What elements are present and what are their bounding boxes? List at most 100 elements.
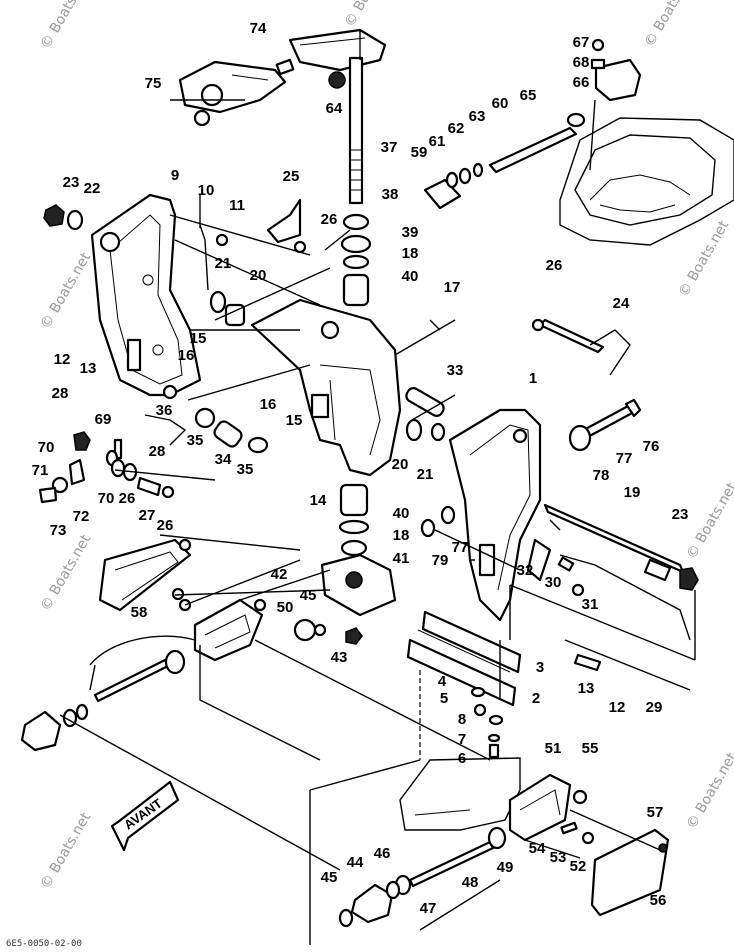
part-callout-53: 53 <box>550 849 567 866</box>
part-callout-46: 46 <box>374 845 391 862</box>
part-callout-57: 57 <box>647 804 664 821</box>
part-callout-5: 5 <box>440 690 448 707</box>
clamp-bracket-left <box>90 193 202 397</box>
part-callout-39: 39 <box>402 224 419 241</box>
part-callout-71: 71 <box>32 462 49 479</box>
side-cover-56 <box>590 828 670 917</box>
part-callout-2: 2 <box>532 690 540 707</box>
part-callout-75: 75 <box>145 75 162 92</box>
watermark-left-lower: © Boats.net <box>38 810 95 892</box>
part-callout-26: 26 <box>321 211 338 228</box>
part-callout-56: 56 <box>650 892 667 909</box>
bottom-cowling-cover <box>98 538 192 612</box>
part-callout-62: 62 <box>448 120 465 137</box>
part-callout-54: 54 <box>529 840 546 857</box>
part-callout-58: 58 <box>131 604 148 621</box>
part-callout-20: 20 <box>392 456 409 473</box>
part-callout-30: 30 <box>545 574 562 591</box>
part-callout-34: 34 <box>215 451 232 468</box>
through-bolt <box>568 398 642 452</box>
part-callout-36: 36 <box>156 402 173 419</box>
steering-arm <box>275 28 387 76</box>
part-callout-22: 22 <box>84 180 101 197</box>
swivel-bracket <box>250 298 402 477</box>
engine-housing <box>559 117 734 246</box>
part-callout-31: 31 <box>582 596 599 613</box>
part-callout-70: 70 <box>98 490 115 507</box>
plates-3-2 <box>406 610 522 759</box>
part-callout-60: 60 <box>492 95 509 112</box>
watermark-right-upper: © Boats.net <box>676 218 733 300</box>
part-callout-45: 45 <box>321 869 338 886</box>
part-callout-68: 68 <box>573 54 590 71</box>
part-callout-1: 1 <box>529 370 537 387</box>
part-callout-70: 70 <box>38 439 55 456</box>
trim-bolt-assembly <box>423 38 642 210</box>
part-callout-18: 18 <box>402 245 419 262</box>
bushing-stack-lower <box>338 483 370 557</box>
part-callout-35: 35 <box>237 461 254 478</box>
avant-direction-sign: AVANT <box>110 780 180 852</box>
part-callout-15: 15 <box>190 330 207 347</box>
part-callout-21: 21 <box>215 255 232 272</box>
part-callout-7: 7 <box>458 731 466 748</box>
part-callout-26: 26 <box>119 490 136 507</box>
part-callout-35: 35 <box>187 432 204 449</box>
part-callout-40: 40 <box>402 268 419 285</box>
part-callout-21: 21 <box>417 466 434 483</box>
watermark-top-right: © Boats.net <box>642 0 699 50</box>
part-callout-76: 76 <box>643 438 660 455</box>
part-callout-26: 26 <box>157 517 174 534</box>
part-callout-67: 67 <box>573 34 590 51</box>
watermark-left-middle: © Boats.net <box>38 532 95 614</box>
part-callout-14: 14 <box>310 492 327 509</box>
watermark-right-middle: © Boats.net <box>684 480 734 562</box>
part-callout-48: 48 <box>462 874 479 891</box>
part-callout-9: 9 <box>171 167 179 184</box>
part-callout-17: 17 <box>444 279 461 296</box>
swivel-shaft <box>328 56 364 205</box>
part-callout-28: 28 <box>149 443 166 460</box>
part-callout-12: 12 <box>54 351 71 368</box>
part-callout-74: 74 <box>250 20 267 37</box>
part-callout-16: 16 <box>260 396 277 413</box>
part-callout-61: 61 <box>429 133 446 150</box>
lower-mount-bracket <box>178 598 267 662</box>
part-callout-3: 3 <box>536 659 544 676</box>
part-callout-6: 6 <box>458 750 466 767</box>
nuts-left-top <box>43 204 84 231</box>
part-callout-26: 26 <box>546 257 563 274</box>
part-callout-49: 49 <box>497 859 514 876</box>
part-callout-33: 33 <box>447 362 464 379</box>
watermark-top-left: © Boats.net <box>38 0 95 52</box>
bracket-75 <box>178 60 287 127</box>
part-callout-64: 64 <box>326 100 343 117</box>
part-callout-27: 27 <box>139 507 156 524</box>
part-callout-16: 16 <box>178 347 195 364</box>
part-callout-15: 15 <box>286 412 303 429</box>
part-callout-13: 13 <box>578 680 595 697</box>
watermark-left-upper: © Boats.net <box>38 250 95 332</box>
part-callout-73: 73 <box>50 522 67 539</box>
part-callout-10: 10 <box>198 182 215 199</box>
small-parts-upper <box>199 198 307 327</box>
part-callout-43: 43 <box>331 649 348 666</box>
nuts-center <box>420 505 456 538</box>
part-callout-52: 52 <box>570 858 587 875</box>
part-callout-32: 32 <box>517 562 534 579</box>
assembly-lines <box>59 30 696 945</box>
steering-yoke <box>293 553 397 645</box>
part-callout-11: 11 <box>229 197 245 214</box>
clamp-bracket-right <box>448 408 542 622</box>
part-callout-19: 19 <box>624 484 641 501</box>
part-callout-55: 55 <box>582 740 599 757</box>
part-callout-28: 28 <box>52 385 69 402</box>
lower-through-rod <box>338 826 507 928</box>
part-callout-63: 63 <box>469 108 486 125</box>
part-callout-69: 69 <box>95 411 112 428</box>
part-callout-40: 40 <box>393 505 410 522</box>
part-callout-41: 41 <box>393 550 410 567</box>
part-callout-23: 23 <box>63 174 80 191</box>
part-callout-45: 45 <box>300 587 317 604</box>
